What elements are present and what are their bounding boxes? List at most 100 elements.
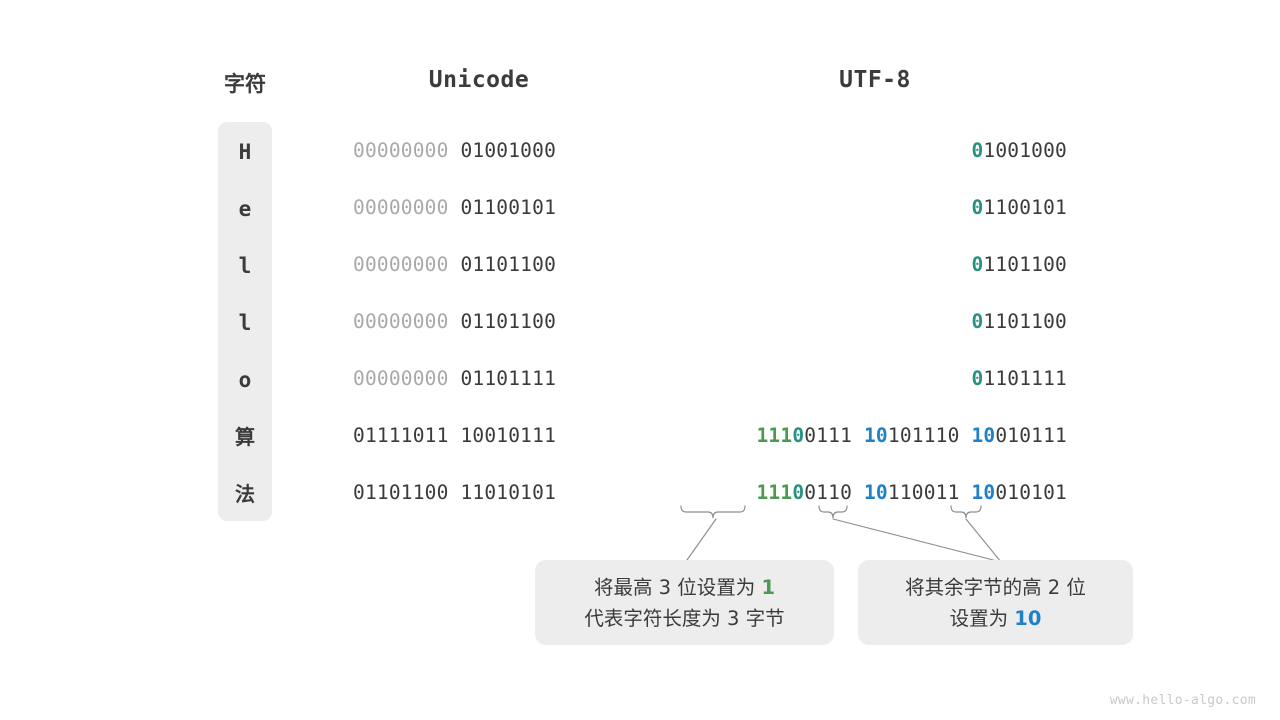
callout-right-emphasis: 10 [1014, 606, 1042, 630]
utf8-cell: 01101100 [971, 310, 1067, 334]
utf8-byte-prefix: 0 [971, 367, 984, 390]
callout-left-emphasis: 1 [761, 575, 776, 599]
utf8-cell: 01001000 [971, 139, 1067, 163]
character-cell: 法 [235, 482, 255, 506]
utf8-byte-separator [852, 481, 864, 504]
callout-right-line2: 设置为 10 [950, 603, 1042, 634]
unicode-cell: 01101100 11010101 [353, 481, 613, 505]
character-cell: l [238, 254, 252, 278]
utf8-byte-payload: 1100101 [983, 196, 1067, 219]
unicode-byte-separator [449, 139, 461, 162]
column-header-utf8: UTF-8 [839, 67, 911, 93]
utf8-byte-separator [960, 424, 972, 447]
utf8-byte-separator [960, 481, 972, 504]
utf8-cell: 11100111 10101110 10010111 [756, 424, 1067, 448]
utf8-byte-payload: 110011 [887, 481, 960, 504]
utf8-byte-payload: 010101 [995, 481, 1067, 504]
utf8-byte-prefix: 0 [971, 196, 984, 219]
character-cell: l [238, 311, 252, 335]
unicode-high-byte: 00000000 [353, 253, 449, 276]
character-column-panel [218, 122, 272, 521]
unicode-high-byte: 01101100 [353, 481, 449, 504]
utf8-byte-payload: 010111 [995, 424, 1067, 447]
utf8-byte-prefix: 10 [971, 481, 996, 504]
callout-right-line2-text: 设置为 [949, 606, 1015, 630]
column-header-character: 字符 [224, 72, 266, 96]
utf8-byte: 10101110 [864, 424, 960, 447]
utf8-byte-prefix: 0 [971, 310, 984, 333]
callout-left-line2: 代表字符长度为 3 字节 [584, 606, 785, 630]
leader-line-right-callout-a [832, 518, 1002, 563]
leader-line-right-callout-b [965, 518, 1002, 563]
unicode-byte-separator [449, 253, 461, 276]
unicode-low-byte: 01101100 [460, 310, 557, 333]
leader-line-left-callout [686, 518, 717, 561]
utf8-byte-payload: 1101100 [983, 253, 1067, 276]
unicode-byte-separator [449, 424, 461, 447]
callout-left-line1: 将最高 3 位设置为 1 [594, 572, 775, 603]
column-header-unicode: Unicode [428, 67, 530, 93]
unicode-cell: 00000000 01101111 [353, 367, 613, 391]
utf8-byte-payload: 1001000 [983, 139, 1067, 162]
unicode-low-byte: 01100101 [460, 196, 557, 219]
site-watermark: www.hello-algo.com [1109, 693, 1256, 708]
utf8-byte: 10010101 [971, 481, 1067, 504]
utf8-byte: 01100101 [971, 196, 1067, 219]
utf8-byte-payload: 101110 [887, 424, 960, 447]
brace-leading-bits [680, 505, 746, 519]
utf8-byte-payload: 1101111 [983, 367, 1067, 390]
utf8-cell: 01101100 [971, 253, 1067, 277]
unicode-byte-separator [449, 367, 461, 390]
utf8-byte-prefix: 0 [971, 253, 984, 276]
unicode-cell: 01111011 10010111 [353, 424, 613, 448]
unicode-cell: 00000000 01101100 [353, 253, 613, 277]
unicode-cell: 00000000 01101100 [353, 310, 613, 334]
utf8-byte-separator [852, 424, 864, 447]
unicode-byte-separator [449, 481, 461, 504]
character-cell: 算 [235, 425, 255, 449]
utf8-byte-payload: 0110 [804, 481, 853, 504]
callout-leading-byte: 将最高 3 位设置为 1 代表字符长度为 3 字节 [535, 560, 834, 645]
utf8-byte-prefix: 10 [863, 481, 888, 504]
utf8-cell: 01100101 [971, 196, 1067, 220]
utf8-byte-prefix-terminator: 0 [792, 424, 805, 447]
unicode-low-byte: 11010101 [460, 481, 557, 504]
utf8-byte-prefix-terminator: 0 [792, 481, 805, 504]
brace-continuation-bits-2 [950, 505, 982, 519]
unicode-high-byte: 00000000 [353, 196, 449, 219]
unicode-high-byte: 00000000 [353, 367, 449, 390]
unicode-high-byte: 00000000 [353, 310, 449, 333]
utf8-byte: 11100110 [756, 481, 852, 504]
callout-left-line1-text: 将最高 3 位设置为 [593, 575, 762, 599]
unicode-low-byte: 10010111 [460, 424, 557, 447]
unicode-cell: 00000000 01100101 [353, 196, 613, 220]
utf8-byte-prefix: 111 [756, 481, 793, 504]
unicode-low-byte: 01001000 [460, 139, 557, 162]
utf8-byte-payload: 1101100 [983, 310, 1067, 333]
unicode-byte-separator [449, 310, 461, 333]
character-cell: e [238, 197, 252, 221]
callout-right-line1: 将其余字节的高 2 位 [905, 575, 1086, 599]
utf8-byte-prefix: 10 [863, 424, 888, 447]
utf8-byte: 01101100 [971, 253, 1067, 276]
utf8-byte-prefix: 111 [756, 424, 793, 447]
utf8-byte-prefix: 10 [971, 424, 996, 447]
utf8-byte: 01101111 [971, 367, 1067, 390]
unicode-high-byte: 01111011 [353, 424, 449, 447]
unicode-low-byte: 01101100 [460, 253, 557, 276]
utf8-byte: 11100111 [756, 424, 852, 447]
unicode-high-byte: 00000000 [353, 139, 449, 162]
unicode-byte-separator [449, 196, 461, 219]
brace-continuation-bits-1 [818, 505, 848, 519]
utf8-cell: 01101111 [971, 367, 1067, 391]
utf8-cell: 11100110 10110011 10010101 [756, 481, 1067, 505]
character-cell: o [238, 368, 252, 392]
utf8-byte: 01101100 [971, 310, 1067, 333]
utf8-byte: 10110011 [864, 481, 960, 504]
utf8-byte-payload: 0111 [804, 424, 853, 447]
character-cell: H [238, 140, 252, 164]
unicode-cell: 00000000 01001000 [353, 139, 613, 163]
utf8-byte: 10010111 [971, 424, 1067, 447]
utf8-byte: 01001000 [971, 139, 1067, 162]
utf8-byte-prefix: 0 [971, 139, 984, 162]
